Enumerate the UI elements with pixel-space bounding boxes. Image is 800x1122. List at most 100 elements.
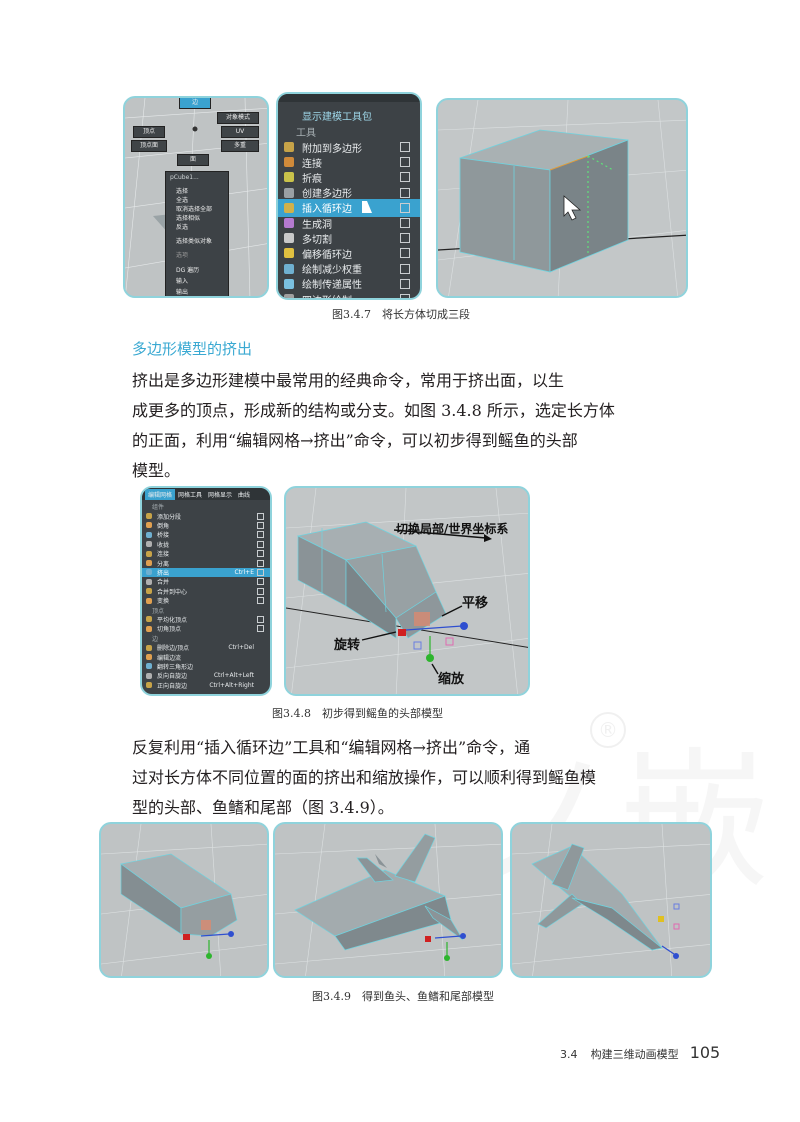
option-box-icon[interactable] bbox=[257, 512, 264, 520]
context-item[interactable]: 选择 bbox=[176, 188, 189, 195]
paragraph-line: 模型。 bbox=[132, 461, 181, 480]
tool-icon bbox=[284, 202, 294, 213]
menu-item[interactable]: 添加分段 bbox=[142, 511, 270, 521]
menu-item[interactable]: 绘制传递属性 bbox=[278, 275, 420, 293]
context-item[interactable]: 选择类似对象 bbox=[176, 238, 213, 245]
option-box-icon[interactable] bbox=[400, 218, 410, 228]
context-item[interactable]: 取消选择全部 bbox=[176, 206, 213, 213]
menu-item[interactable]: 附加到多边形 bbox=[278, 138, 420, 156]
menu-item[interactable]: 多切割 bbox=[278, 229, 420, 247]
menu-section-label: 顶点 bbox=[152, 607, 165, 615]
tool-icon bbox=[284, 142, 294, 152]
marking-menu-button[interactable]: 多重 bbox=[221, 140, 259, 152]
menu-header-item[interactable]: 显示建模工具包 bbox=[302, 111, 372, 123]
menu-item[interactable]: 绘制减少权重 bbox=[278, 260, 420, 278]
option-box-icon[interactable] bbox=[400, 172, 410, 183]
option-box-icon[interactable] bbox=[400, 157, 410, 168]
page-footer: 3.4 构建三维动画模型 105 bbox=[560, 1043, 720, 1062]
menu-item[interactable]: 生成洞 bbox=[278, 214, 420, 232]
marking-menu-top-button[interactable]: 边 bbox=[179, 98, 211, 109]
option-box-icon[interactable] bbox=[400, 187, 410, 198]
context-item[interactable]: 输入 bbox=[176, 278, 189, 285]
footer-section-number: 3.4 bbox=[560, 1048, 578, 1061]
tool-icon bbox=[284, 218, 294, 228]
menu-item-label: 合并 bbox=[157, 579, 170, 587]
menu-item-label: 收拢 bbox=[157, 541, 170, 549]
marking-menu-button[interactable]: 对象模式 bbox=[217, 112, 259, 124]
option-box-icon[interactable] bbox=[257, 625, 264, 633]
menu-item[interactable]: 平均化顶点 bbox=[142, 615, 270, 624]
context-item[interactable]: 反选 bbox=[176, 224, 189, 231]
menu-item[interactable]: 收拢 bbox=[142, 540, 270, 549]
tab-mesh-tools[interactable]: 网格工具 bbox=[178, 491, 203, 499]
menu-item[interactable]: 创建多边形 bbox=[278, 184, 420, 202]
menu-item[interactable]: 四边形绘制 bbox=[278, 290, 420, 298]
menu-item[interactable]: 折痕 bbox=[278, 168, 420, 186]
context-item[interactable]: DG 遍历 bbox=[176, 267, 200, 274]
option-box-icon[interactable] bbox=[400, 278, 410, 289]
menu-item[interactable]: 连接 bbox=[278, 153, 420, 171]
tab-mesh-display[interactable]: 网格显示 bbox=[208, 491, 233, 499]
context-item[interactable]: 全选 bbox=[176, 197, 189, 204]
option-box-icon[interactable] bbox=[257, 568, 264, 576]
option-box-icon[interactable] bbox=[257, 550, 264, 558]
option-box-icon[interactable] bbox=[400, 233, 410, 244]
figure-caption-3-4-9: 图3.4.9 得到鱼头、鱼鳍和尾部模型 bbox=[312, 990, 494, 1003]
context-item[interactable]: 选择相似 bbox=[176, 215, 201, 222]
menu-item[interactable]: 切角顶点 bbox=[142, 624, 270, 633]
menu-item[interactable]: 桥接 bbox=[142, 530, 270, 539]
extruded-head-render bbox=[286, 488, 528, 694]
context-item[interactable]: 输出 bbox=[176, 289, 189, 296]
menu-item-label: 变换 bbox=[157, 598, 170, 606]
tab-curves[interactable]: 曲线 bbox=[238, 491, 251, 499]
option-box-icon[interactable] bbox=[257, 597, 264, 605]
menu-item[interactable]: 插入循环边 bbox=[278, 198, 420, 217]
three-segment-box-render bbox=[438, 100, 686, 296]
option-box-icon[interactable] bbox=[257, 531, 264, 539]
menu-item-label: 合并到中心 bbox=[157, 588, 188, 596]
fig349-tail-model-viewport bbox=[510, 822, 712, 978]
marking-menu-button[interactable]: UV bbox=[221, 126, 259, 138]
menu-tab-bar: 编辑网格 网格工具 网格显示 曲线 bbox=[142, 488, 270, 500]
shortcut-label: Ctrl+Alt+Right bbox=[209, 681, 254, 689]
context-item: 选项 bbox=[176, 252, 189, 259]
menu-item[interactable]: 合并到中心 bbox=[142, 587, 270, 596]
fin-model-render bbox=[275, 824, 501, 976]
marking-menu-button[interactable]: 顶点面 bbox=[131, 140, 167, 152]
option-box-icon[interactable] bbox=[400, 248, 410, 259]
tool-icon bbox=[284, 294, 294, 298]
tab-edit-mesh[interactable]: 编辑网格 bbox=[145, 488, 176, 500]
option-box-icon[interactable] bbox=[257, 559, 264, 567]
option-box-icon[interactable] bbox=[257, 615, 264, 623]
option-box-icon[interactable] bbox=[257, 578, 264, 586]
option-box-icon[interactable] bbox=[400, 263, 410, 274]
option-box-icon[interactable] bbox=[257, 540, 264, 548]
menu-item[interactable]: 翻转三角形边 bbox=[142, 662, 270, 671]
menu-item[interactable]: 偏移循环边 bbox=[278, 244, 420, 262]
option-box-icon[interactable] bbox=[257, 587, 264, 595]
tool-icon bbox=[146, 569, 152, 576]
menu-item[interactable]: 倒角 bbox=[142, 521, 270, 530]
menu-item[interactable]: 变换 bbox=[142, 596, 270, 605]
marking-menu-button[interactable]: 面 bbox=[177, 154, 209, 166]
marking-menu-button[interactable]: 顶点 bbox=[133, 126, 165, 138]
menu-item-label: 连接 bbox=[302, 158, 322, 170]
option-box-icon[interactable] bbox=[400, 202, 410, 213]
menu-item[interactable]: 连接 bbox=[142, 549, 270, 558]
option-box-icon[interactable] bbox=[257, 521, 264, 529]
option-box-icon[interactable] bbox=[400, 142, 410, 152]
annotation-coordinate-toggle: 切换局部/世界坐标系 bbox=[396, 522, 509, 536]
footer-section-title: 构建三维动画模型 bbox=[590, 1048, 679, 1061]
menu-item[interactable]: 合并 bbox=[142, 577, 270, 586]
paragraph-line: 型的头部、鱼鳍和尾部（图 3.4.9）。 bbox=[132, 798, 394, 817]
paragraph-line: 反复利用“插入循环边”工具和“编辑网格→挤出”命令，通 bbox=[132, 738, 531, 757]
menu-section-label: 边 bbox=[152, 635, 159, 643]
option-box-icon[interactable] bbox=[400, 294, 410, 298]
menu-item[interactable]: 编辑边流 bbox=[142, 652, 270, 662]
menu-item[interactable]: 分离 bbox=[142, 558, 270, 568]
context-menu-title: pCube1... bbox=[170, 174, 199, 181]
